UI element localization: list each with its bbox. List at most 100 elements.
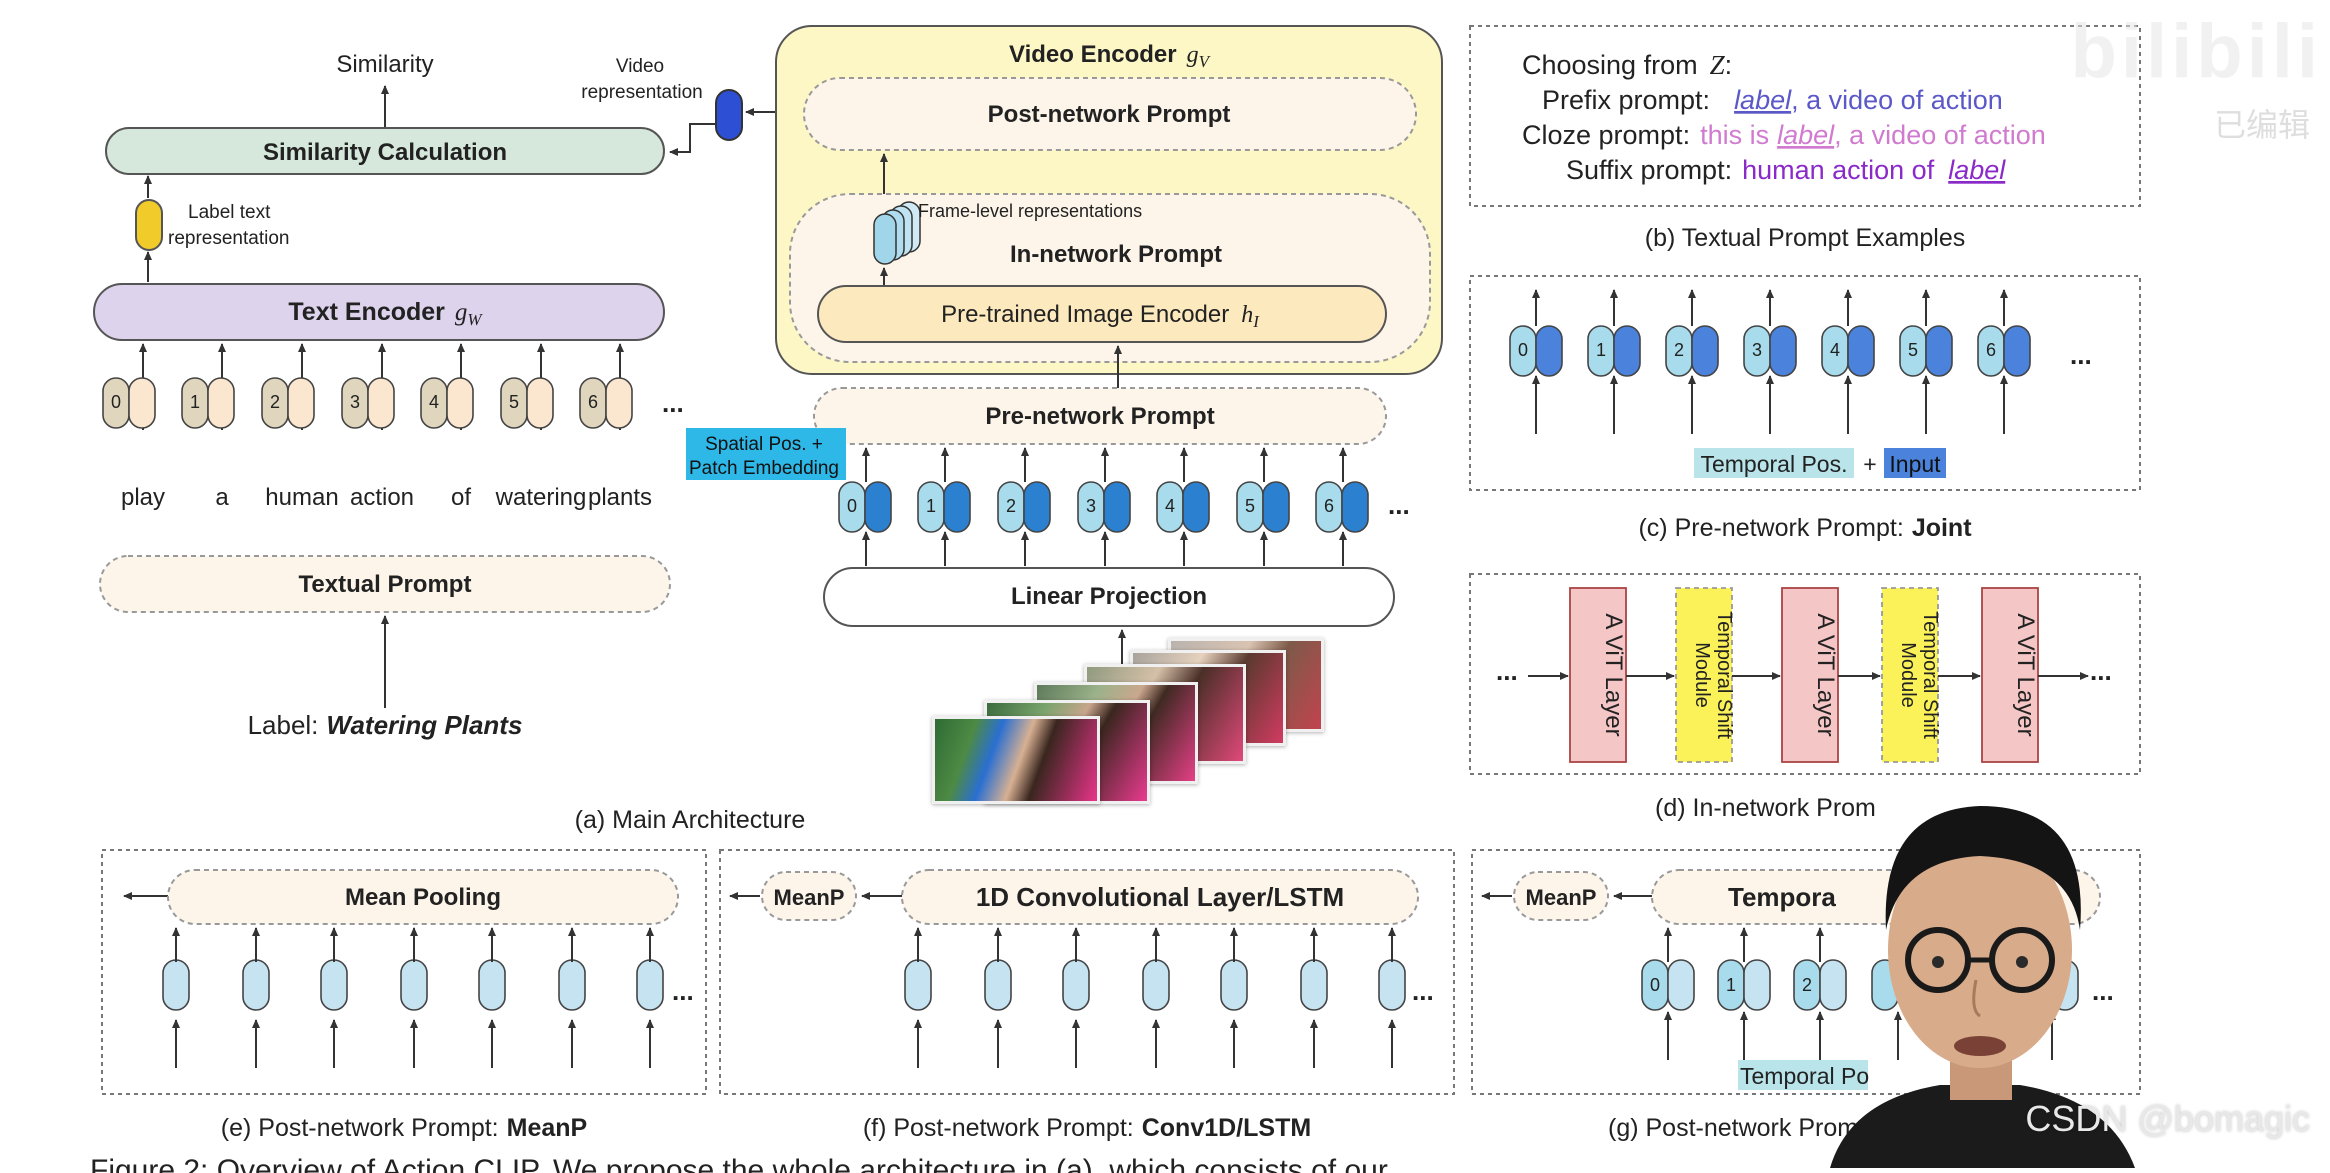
linear-projection-box: [823, 567, 1395, 627]
panel-g-ellipsis: ...: [2092, 976, 2114, 1006]
g-temporal-pos-label: Temporal Po: [1740, 1063, 1869, 1089]
text-token-embed-pill: [287, 377, 315, 429]
joint-token-input-pill: [2003, 325, 2031, 377]
text-token-index: 1: [190, 392, 200, 412]
temporal-shift-label: Temporal Shift: [1713, 611, 1735, 739]
panel-b-frame: [1469, 25, 2141, 207]
meanp-token-row: [162, 927, 664, 1068]
joint-token-index: 1: [1596, 340, 1606, 360]
similarity-calculation-label: Similarity Calculation: [263, 139, 507, 166]
text-token-index: 4: [429, 392, 439, 412]
label-text-representation-icon: [135, 199, 163, 251]
frame-token-index: 1: [926, 496, 936, 516]
frame-token-embed-pill: [1103, 481, 1131, 533]
input-label: Input: [1889, 451, 1941, 477]
pre-network-prompt-box: [813, 387, 1387, 445]
panel-b-caption: (b) Textual Prompt Examples: [1645, 224, 1966, 252]
frame-level-representation-icon: [873, 201, 921, 265]
g-token-index: 0: [1650, 975, 1660, 995]
video-frame-0: [932, 716, 1100, 804]
frame-token-index: 6: [1324, 496, 1334, 516]
panel-c-frame: [1469, 275, 2141, 491]
g-token-index: 1: [1726, 975, 1736, 995]
joint-token-input-pill: [1769, 325, 1797, 377]
similarity-label: Similarity: [336, 51, 433, 78]
video-representation-icon: [715, 89, 743, 141]
watermark-sub: 已编辑: [2213, 107, 2310, 143]
input-bg: [1884, 448, 1946, 478]
label-text-rep-line2: representation: [168, 228, 289, 249]
post-network-prompt-label: Post-network Prompt: [988, 101, 1231, 128]
panel-c-caption: (c) Pre-network Prompt:Joint: [1638, 514, 1972, 542]
panel-f: MeanP 1D Convolutional Layer/LSTM ... (f…: [719, 849, 1455, 1142]
spatial-pos-bg: [686, 428, 846, 480]
vit-layer-box: [1781, 587, 1839, 763]
g-temporal-pos-bg: [1738, 1060, 1868, 1090]
similarity-calculation-box: [105, 127, 665, 175]
frame-token-index: 5: [1245, 496, 1255, 516]
g-meanp-box: [1513, 871, 1609, 921]
g-token-embed-pill: [1743, 959, 1771, 1011]
g-meanp-label: MeanP: [1526, 885, 1597, 910]
conv-token-pill: [984, 959, 1012, 1011]
text-token-embed-pill: [526, 377, 554, 429]
presenter-webcam: [1790, 770, 2170, 1168]
vit-layer-box: [1569, 587, 1627, 763]
mean-pooling-label: Mean Pooling: [345, 884, 501, 911]
vit-layer-label: A ViT Layer: [1600, 613, 1627, 736]
temporal-shift-module-label: Module: [1897, 642, 1919, 708]
frame-token-embed-pill: [1023, 481, 1051, 533]
text-token-embed-pill: [367, 377, 395, 429]
pre-network-prompt-label: Pre-network Prompt: [985, 403, 1214, 430]
conv-lstm-box: [901, 869, 1419, 925]
conv-lstm-label: 1D Convolutional Layer/LSTM: [976, 882, 1344, 912]
joint-token-index: 0: [1518, 340, 1528, 360]
text-token-word: human: [265, 484, 338, 511]
frame-token-embed-pill: [864, 481, 892, 533]
csdn-watermark: CSDN @bomagic: [2025, 1098, 2310, 1139]
temporal-shift-box: [1675, 587, 1733, 763]
joint-token-index: 3: [1752, 340, 1762, 360]
label-text-rep-line1: Label text: [188, 202, 271, 223]
text-token-word: a: [215, 484, 229, 511]
conv-token-pill: [1378, 959, 1406, 1011]
panel-f-frame: [719, 849, 1455, 1095]
image-encoder-box: [817, 285, 1387, 343]
text-token-index: 5: [509, 392, 519, 412]
video-rep-line1: Video: [616, 56, 664, 77]
text-token-word: of: [451, 484, 471, 511]
conv-token-pill: [1062, 959, 1090, 1011]
video-rep-line2: representation: [581, 82, 702, 103]
text-token-index: 6: [588, 392, 598, 412]
frame-token-ellipsis: ...: [1388, 490, 1410, 520]
textual-prompt-box: [99, 555, 671, 613]
frame-token-embed-pill: [1262, 481, 1290, 533]
panel-f-caption: (f) Post-network Prompt:Conv1D/LSTM: [863, 1114, 1311, 1142]
text-token-embed-pill: [605, 377, 633, 429]
spatial-pos-label: Spatial Pos. +: [705, 434, 823, 455]
temporal-shift-module-label: Module: [1691, 642, 1713, 708]
vit-layer-label: A ViT Layer: [2012, 613, 2039, 736]
frame-token-index: 4: [1165, 496, 1175, 516]
textual-prompt-label: Textual Prompt: [299, 571, 472, 598]
text-token-word: watering: [495, 484, 587, 511]
g-token-embed-pill: [1667, 959, 1695, 1011]
bilibili-logo: bilibili: [2070, 9, 2322, 94]
text-token-embed-pill: [128, 377, 156, 429]
temporal-pos-bg: [1694, 448, 1854, 478]
joint-token-index: 2: [1674, 340, 1684, 360]
frame-token-embed-pill: [943, 481, 971, 533]
meanp-token-pill: [242, 959, 270, 1011]
f-meanp-label: MeanP: [774, 885, 845, 910]
panel-g-caption: (g) Post-network Prom: [1608, 1114, 1858, 1142]
